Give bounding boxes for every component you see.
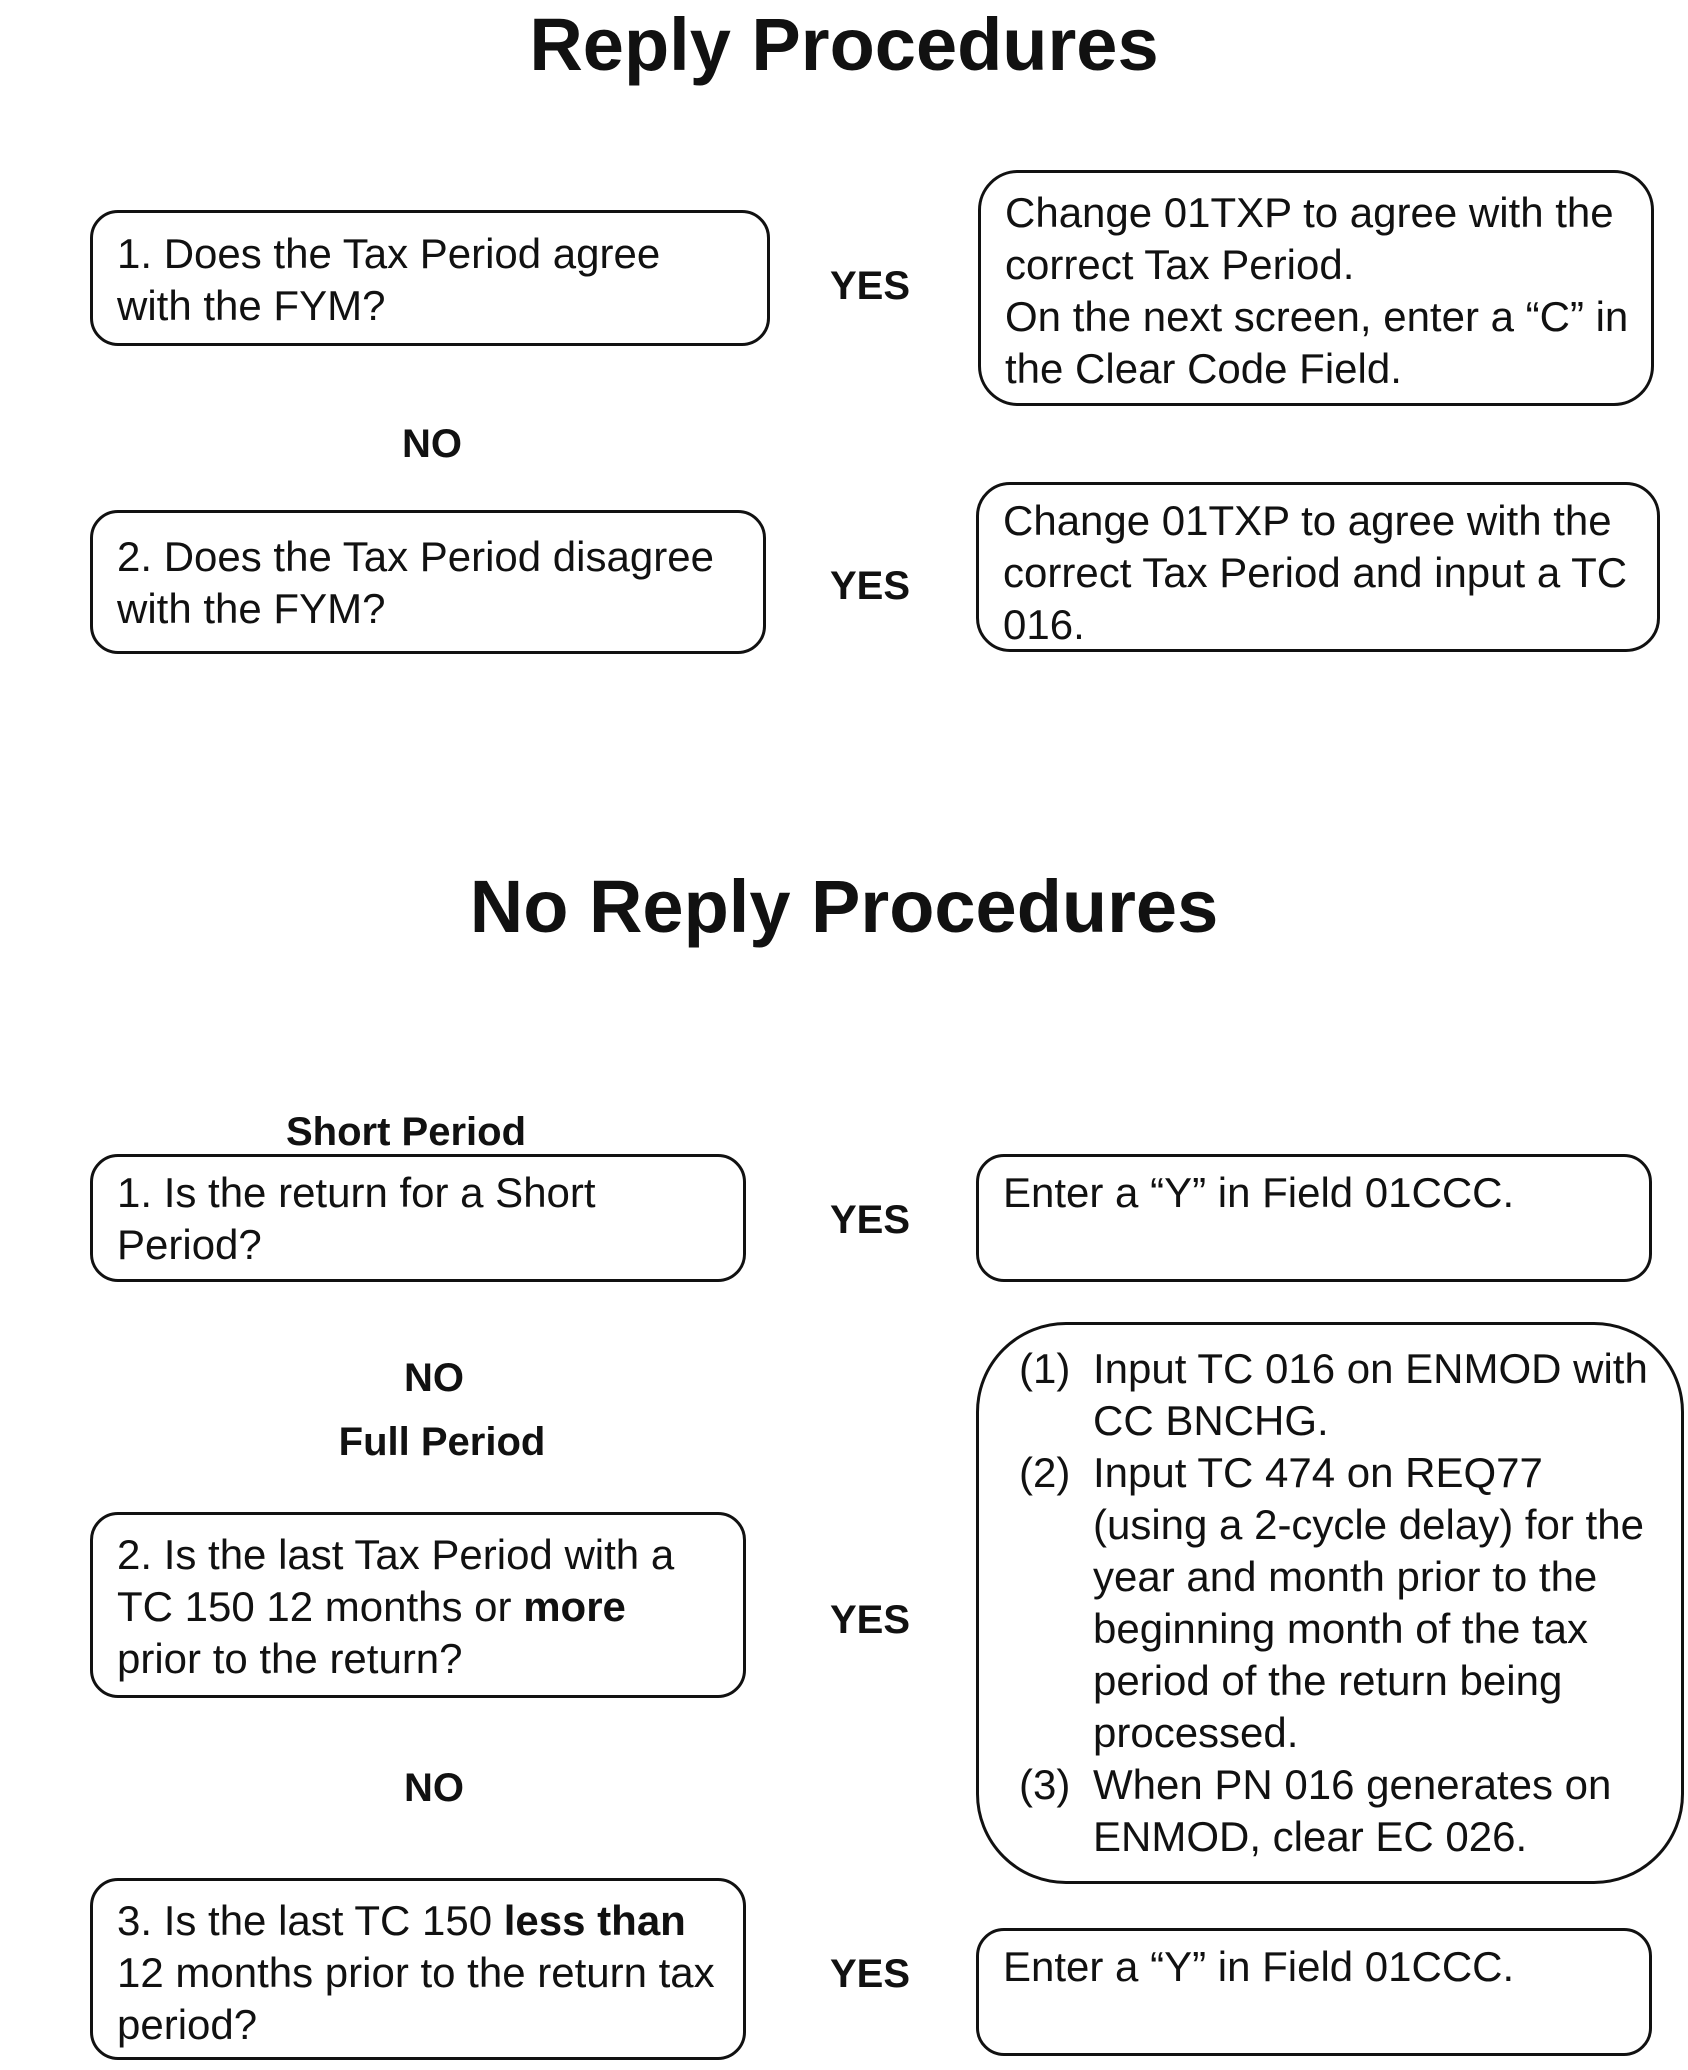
no-reply-question-1: 1. Is the return for a Short Period?	[90, 1154, 746, 1282]
no-reply-q2-text-start: 2. Is the last Tax Period with a TC 150 …	[117, 1531, 675, 1630]
no-reply-procedures-title: No Reply Procedures	[469, 865, 1219, 948]
no-reply-question-3: 3. Is the last TC 150 less than 12 month…	[90, 1878, 746, 2060]
no-reply-q3-text-end: 12 months prior to the return tax period…	[117, 1949, 715, 2048]
step-text: Input TC 474 on REQ77 (using a 2-cycle d…	[1093, 1449, 1644, 1756]
step-text: Input TC 016 on ENMOD with CC BNCHG.	[1093, 1345, 1648, 1444]
step-number: (3)	[1019, 1761, 1071, 1808]
no-reply-no-label-2: NO	[404, 1766, 464, 1810]
reply-question-1: 1. Does the Tax Period agree with the FY…	[90, 210, 770, 346]
no-reply-q3-emphasis: less than	[503, 1897, 686, 1944]
no-reply-answer-2-steps: (1) Input TC 016 on ENMOD with CC BNCHG.…	[1019, 1343, 1661, 1863]
no-reply-q2-emphasis: more	[523, 1583, 626, 1630]
step-item: (3) When PN 016 generates on ENMOD, clea…	[1019, 1759, 1661, 1863]
reply-answer-1-line-2: On the next screen, enter a “C” in the C…	[1005, 293, 1629, 392]
no-reply-question-2: 2. Is the last Tax Period with a TC 150 …	[90, 1512, 746, 1698]
reply-q2-yes-label: YES	[829, 564, 911, 608]
no-reply-no-label-1: NO	[404, 1356, 464, 1400]
step-item: (2) Input TC 474 on REQ77 (using a 2-cyc…	[1019, 1447, 1661, 1759]
reply-procedures-title: Reply Procedures	[529, 3, 1159, 86]
reply-q1-yes-label: YES	[829, 264, 911, 308]
no-reply-answer-3: Enter a “Y” in Field 01CCC.	[976, 1928, 1652, 2056]
no-reply-answer-2: (1) Input TC 016 on ENMOD with CC BNCHG.…	[976, 1322, 1684, 1884]
reply-answer-1: Change 01TXP to agree with the correct T…	[978, 170, 1654, 406]
short-period-label: Short Period	[285, 1110, 527, 1154]
step-number: (1)	[1019, 1345, 1071, 1392]
step-item: (1) Input TC 016 on ENMOD with CC BNCHG.	[1019, 1343, 1661, 1447]
no-reply-answer-1: Enter a “Y” in Field 01CCC.	[976, 1154, 1652, 1282]
reply-question-2: 2. Does the Tax Period disagree with the…	[90, 510, 766, 654]
no-reply-q2-text-end: prior to the return?	[117, 1635, 463, 1682]
reply-answer-2: Change 01TXP to agree with the correct T…	[976, 482, 1660, 652]
reply-no-label: NO	[402, 422, 462, 466]
no-reply-q2-yes-label: YES	[829, 1598, 911, 1642]
step-number: (2)	[1019, 1449, 1071, 1496]
no-reply-q3-text-start: 3. Is the last TC 150	[117, 1897, 504, 1944]
step-text: When PN 016 generates on ENMOD, clear EC…	[1093, 1761, 1612, 1860]
no-reply-q1-yes-label: YES	[829, 1198, 911, 1242]
full-period-label: Full Period	[338, 1420, 546, 1464]
reply-answer-1-line-1: Change 01TXP to agree with the correct T…	[1005, 189, 1614, 288]
no-reply-q3-yes-label: YES	[829, 1952, 911, 1996]
